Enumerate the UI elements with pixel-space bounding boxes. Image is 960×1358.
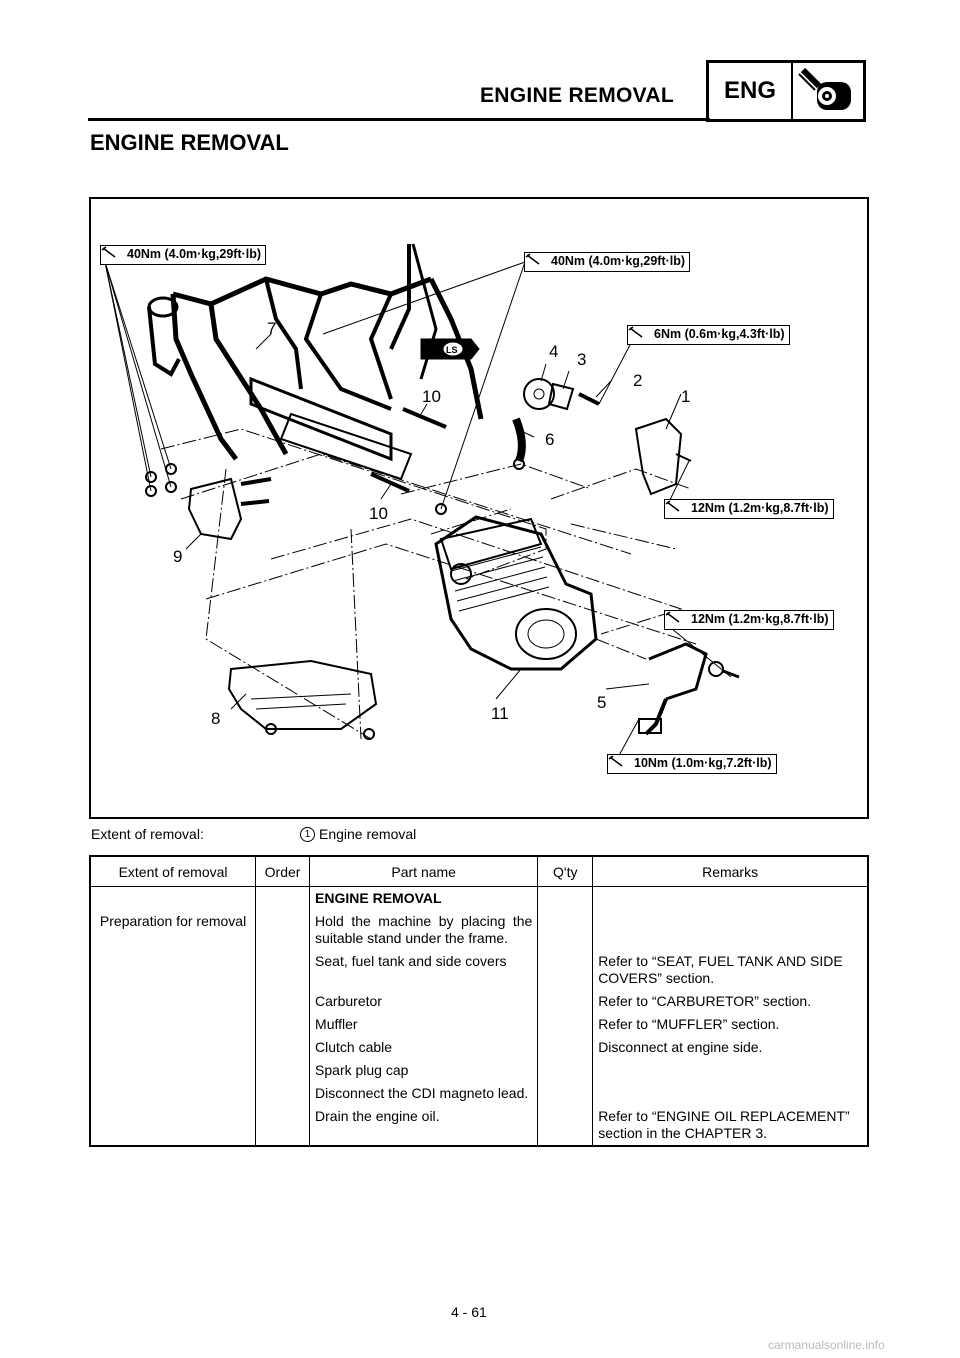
- header-rule: [88, 118, 710, 121]
- remarks: [593, 1082, 868, 1105]
- column-header: Extent of removal: [90, 856, 257, 887]
- part-name: Drain the engine oil.: [309, 1105, 539, 1146]
- callout-6: 6: [545, 430, 555, 449]
- torque-wrench-icon: [665, 500, 680, 512]
- torque-spec-shift-pedal: 12Nm (1.2m·kg,8.7ft·lb): [664, 610, 834, 630]
- extent-value: 1 Engine removal: [300, 826, 416, 842]
- callout-10-upper: 10: [422, 387, 441, 406]
- callout-8: 8: [211, 709, 221, 728]
- table-header-row: Extent of removal Order Part name Q'ty R…: [90, 856, 868, 887]
- part-name: Seat, fuel tank and side covers: [309, 950, 539, 990]
- extent-label: Extent of removal:: [91, 826, 204, 842]
- callout-5: 5: [597, 693, 607, 712]
- table-row: Carburetor Refer to “CARBURETOR” section…: [90, 990, 868, 1013]
- part-name: Spark plug cap: [309, 1059, 539, 1082]
- watermark: carmanualsonline.info: [768, 1338, 885, 1352]
- torque-spec-text: 10Nm (1.0m·kg,7.2ft·lb): [634, 756, 772, 770]
- torque-spec-sprocket-bolt: 6Nm (0.6m·kg,4.3ft·lb): [627, 325, 790, 345]
- table-heading-row: ENGINE REMOVAL: [309, 886, 539, 910]
- callout-3: 3: [577, 350, 587, 369]
- torque-spec-engine-mount: 40Nm (4.0m·kg,29ft·lb): [524, 252, 691, 272]
- torque-wrench-icon: [525, 253, 540, 265]
- extent-text: Engine removal: [319, 826, 417, 842]
- torque-spec-text: 40Nm (4.0m·kg,29ft·lb): [127, 247, 262, 261]
- torque-wrench-icon: [608, 755, 623, 767]
- table-row: ENGINE REMOVAL: [90, 886, 868, 910]
- callout-9: 9: [173, 547, 183, 566]
- page-number: 4 - 61: [451, 1304, 487, 1320]
- torque-wrench-icon: [665, 611, 680, 623]
- torque-spec-text: 12Nm (1.2m·kg,8.7ft·lb): [691, 612, 829, 626]
- header-title: ENGINE REMOVAL: [480, 84, 674, 107]
- torque-spec-text: 6Nm (0.6m·kg,4.3ft·lb): [654, 327, 785, 341]
- remarks: [593, 910, 868, 950]
- column-header: Q'ty: [537, 856, 594, 887]
- table-row: Clutch cable Disconnect at engine side.: [90, 1036, 868, 1059]
- table-row: Drain the engine oil. Refer to “ENGINE O…: [90, 1105, 868, 1146]
- table-row: Seat, fuel tank and side covers Refer to…: [90, 950, 868, 990]
- removal-table: Extent of removal Order Part name Q'ty R…: [89, 855, 869, 1147]
- extent-cell: Preparation for removal: [90, 910, 257, 950]
- part-name: Muffler: [309, 1013, 539, 1036]
- part-name: Hold the machine by placing the suitable…: [309, 910, 539, 950]
- page-title: ENGINE REMOVAL: [90, 130, 289, 155]
- torque-spec-footrest: 10Nm (1.0m·kg,7.2ft·lb): [607, 754, 777, 774]
- column-header: Order: [255, 856, 311, 887]
- table-row: Preparation for removal Hold the machine…: [90, 910, 868, 950]
- remarks: Refer to “ENGINE OIL REPLACEMENT” sectio…: [598, 1108, 850, 1141]
- callout-10-lower: 10: [369, 504, 388, 523]
- column-header: Part name: [309, 856, 539, 887]
- engine-exploded-illustration: LS: [104, 243, 740, 762]
- remarks: Refer to “MUFFLER” section.: [598, 1016, 780, 1032]
- table-row: Disconnect the CDI magneto lead.: [90, 1082, 868, 1105]
- table-row: Muffler Refer to “MUFFLER” section.: [90, 1013, 868, 1036]
- exploded-diagram: LS: [89, 197, 869, 819]
- torque-spec-text: 12Nm (1.2m·kg,8.7ft·lb): [691, 501, 829, 515]
- callout-2: 2: [633, 371, 643, 390]
- engine-icon: [793, 63, 863, 119]
- part-name: Disconnect the CDI magneto lead.: [309, 1082, 539, 1105]
- callout-1: 1: [681, 387, 691, 406]
- callout-7: 7: [267, 319, 277, 338]
- torque-wrench-icon: [628, 326, 643, 338]
- remarks: [593, 1059, 868, 1082]
- section-code: ENG: [709, 63, 793, 119]
- remarks: Refer to “CARBURETOR” section.: [598, 993, 812, 1009]
- table-row: Spark plug cap: [90, 1059, 868, 1082]
- torque-wrench-icon: [101, 246, 116, 258]
- remarks: Disconnect at engine side.: [598, 1039, 763, 1055]
- grease-mark: LS: [446, 345, 458, 355]
- part-name: Carburetor: [309, 990, 539, 1013]
- extent-number: 1: [300, 826, 315, 842]
- torque-spec-text: 40Nm (4.0m·kg,29ft·lb): [551, 254, 686, 268]
- part-name: Clutch cable: [309, 1036, 539, 1059]
- section-badge: ENG: [706, 60, 866, 122]
- torque-spec-cover: 12Nm (1.2m·kg,8.7ft·lb): [664, 499, 834, 519]
- remarks: Refer to “SEAT, FUEL TANK AND SIDE COVER…: [598, 953, 843, 986]
- callout-4: 4: [549, 342, 559, 361]
- torque-spec-frame: 40Nm (4.0m·kg,29ft·lb): [100, 245, 267, 265]
- callout-11: 11: [491, 704, 509, 723]
- column-header: Remarks: [592, 856, 868, 887]
